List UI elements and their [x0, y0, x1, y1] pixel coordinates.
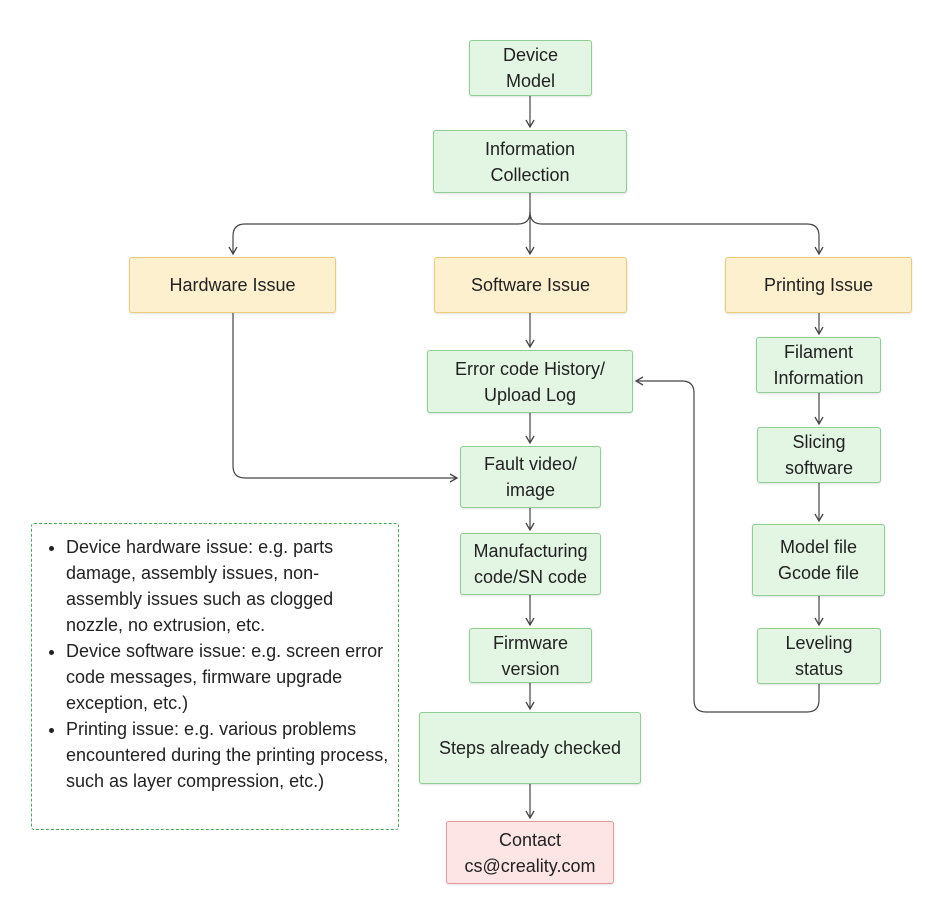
note-printing: Printing issue: e.g. various problems en…	[66, 716, 392, 794]
node-leveling-status-label: Leveling status	[785, 633, 853, 679]
node-contact-label: Contact cs@creality.com	[464, 829, 596, 876]
node-fault-video: Fault video/ image	[460, 446, 601, 508]
node-hardware-issue: Hardware Issue	[129, 257, 336, 313]
arrow-info-to-printing	[529, 211, 824, 256]
node-model-file: Model file Gcode file	[752, 524, 885, 596]
arrow-leveling-to-error	[634, 376, 820, 713]
arrow-hardware-to-fault	[232, 313, 459, 483]
node-information-collection: Information Collection	[433, 130, 627, 193]
node-printing-issue: Printing Issue	[725, 257, 912, 313]
node-firmware-version: Firmware version	[469, 628, 592, 683]
node-contact: Contact cs@creality.com	[446, 821, 614, 884]
notes-list: Device hardware issue: e.g. parts damage…	[32, 524, 398, 794]
node-software-issue: Software Issue	[434, 257, 627, 313]
node-steps-already-checked: Steps already checked	[419, 712, 641, 784]
node-model-file-label: Model file Gcode file	[777, 537, 860, 583]
node-manufacturing-code-label: Manufacturing code/SN code	[473, 541, 588, 587]
node-manufacturing-code: Manufacturing code/SN code	[460, 533, 601, 595]
note-software: Device software issue: e.g. screen error…	[66, 638, 392, 716]
node-device-model: Device Model	[469, 40, 592, 96]
node-information-collection-label: Information Collection	[484, 138, 576, 185]
node-fault-video-label: Fault video/ image	[483, 454, 578, 500]
node-hardware-issue-label: Hardware Issue	[169, 275, 296, 295]
notes-box: Device hardware issue: e.g. parts damage…	[31, 523, 399, 830]
note-hardware: Device hardware issue: e.g. parts damage…	[66, 534, 392, 638]
node-firmware-version-label: Firmware version	[493, 632, 568, 679]
node-steps-already-checked-label: Steps already checked	[438, 738, 622, 758]
node-leveling-status: Leveling status	[757, 628, 881, 684]
node-printing-issue-label: Printing Issue	[763, 275, 874, 295]
node-filament-information: Filament Information	[756, 337, 881, 393]
node-error-code-history: Error code History/ Upload Log	[427, 350, 633, 413]
arrow-info-to-hardware	[228, 211, 531, 256]
node-error-code-history-label: Error code History/ Upload Log	[454, 358, 606, 405]
node-device-model-label: Device Model	[502, 45, 559, 91]
node-slicing-software: Slicing software	[757, 427, 881, 483]
node-filament-information-label: Filament Information	[773, 342, 864, 388]
node-slicing-software-label: Slicing software	[784, 432, 854, 478]
node-software-issue-label: Software Issue	[470, 275, 591, 295]
